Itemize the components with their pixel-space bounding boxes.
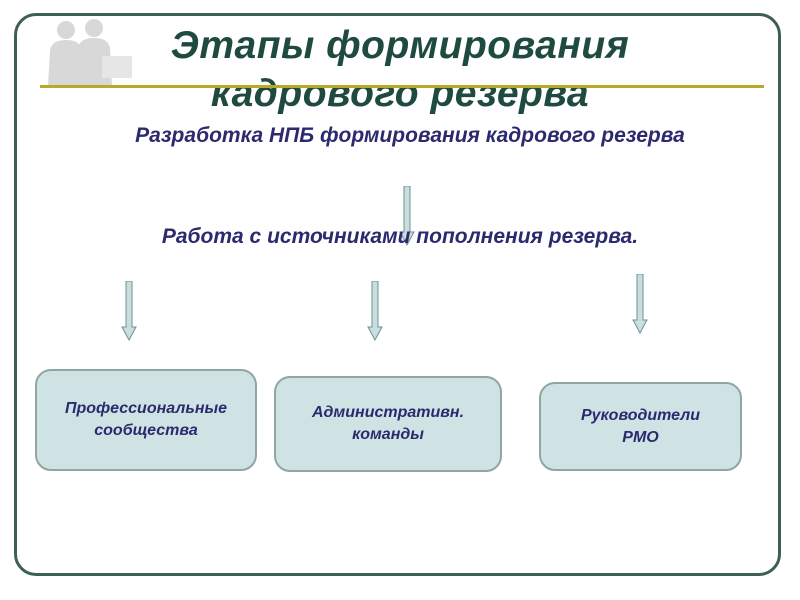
title-underline — [40, 85, 764, 88]
source-box-label: Руководители РМО — [581, 406, 700, 446]
stage-2-text: Работа с источниками пополнения резерва. — [161, 225, 639, 248]
people-silhouette-icon — [48, 19, 132, 86]
source-box-label: Административн. команды — [311, 404, 465, 443]
down-arrow-icon — [632, 274, 648, 334]
source-box-label: Профессиональные сообщества — [64, 400, 228, 439]
down-arrow-icon — [399, 186, 415, 246]
slide-frame — [14, 13, 781, 576]
source-box-administrative-teams: Административн. команды — [274, 376, 502, 472]
stage-1-text: Разработка НПБ формирования кадрового ре… — [135, 124, 685, 147]
down-arrow-icon — [121, 281, 137, 341]
down-arrow-icon — [367, 281, 383, 341]
slide-title: Этапы формирования кадрового резерва — [170, 24, 630, 115]
source-box-professional-communities: Профессиональные сообщества — [35, 369, 257, 471]
source-box-rmo-leaders: Руководители РМО — [539, 382, 742, 471]
